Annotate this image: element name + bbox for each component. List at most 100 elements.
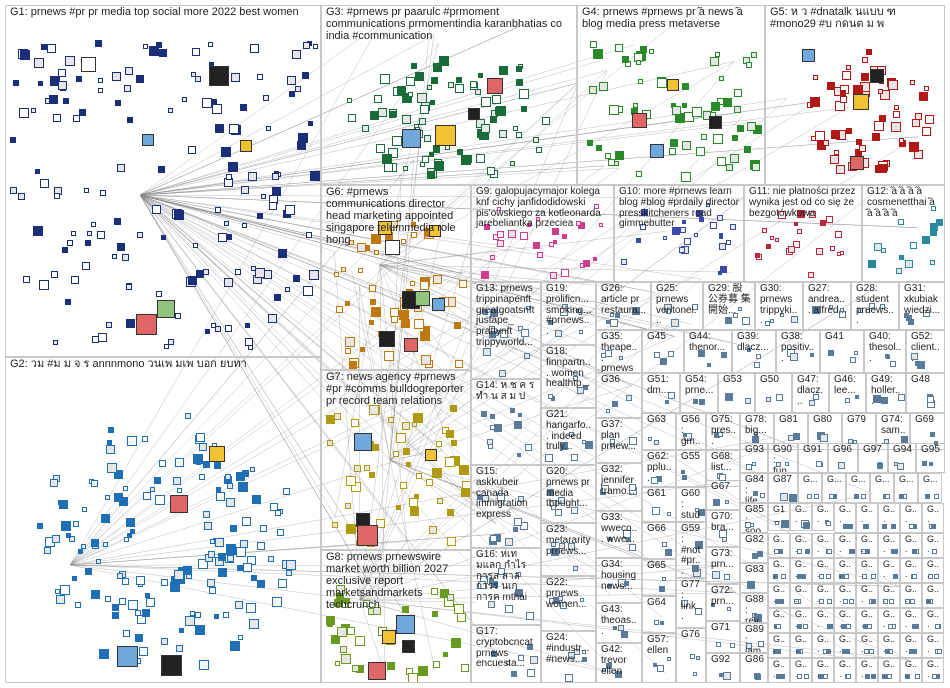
node-vertex[interactable] — [143, 492, 151, 500]
node-vertex[interactable] — [214, 614, 219, 619]
node-vertex[interactable] — [255, 268, 265, 278]
node-vertex[interactable] — [840, 251, 844, 255]
node-vertex[interactable] — [751, 582, 755, 586]
node-vertex[interactable] — [794, 222, 798, 226]
node-vertex[interactable] — [797, 229, 802, 234]
node-vertex[interactable] — [439, 56, 449, 66]
node-vertex[interactable] — [511, 671, 517, 677]
node-vertex[interactable] — [71, 276, 79, 284]
node-vertex[interactable] — [934, 494, 939, 499]
node-vertex[interactable] — [196, 270, 204, 278]
node-vertex[interactable] — [374, 95, 382, 103]
node-vertex[interactable] — [156, 291, 162, 297]
node-vertex[interactable] — [555, 509, 562, 516]
node-vertex[interactable] — [155, 495, 165, 505]
node-vertex[interactable] — [286, 570, 292, 576]
node-vertex[interactable] — [737, 125, 744, 132]
avatar-node[interactable] — [404, 338, 418, 352]
node-vertex[interactable] — [420, 162, 425, 167]
avatar-node[interactable] — [136, 314, 157, 335]
node-vertex[interactable] — [352, 665, 359, 672]
node-vertex[interactable] — [845, 398, 850, 403]
node-vertex[interactable] — [409, 498, 418, 507]
node-vertex[interactable] — [345, 337, 355, 347]
node-vertex[interactable] — [846, 128, 852, 134]
node-vertex[interactable] — [457, 613, 466, 622]
node-vertex[interactable] — [193, 243, 198, 248]
avatar-node[interactable] — [432, 298, 445, 311]
node-vertex[interactable] — [930, 223, 938, 231]
node-vertex[interactable] — [657, 665, 664, 672]
node-vertex[interactable] — [897, 463, 904, 470]
node-vertex[interactable] — [95, 40, 102, 47]
node-vertex[interactable] — [497, 231, 504, 238]
node-vertex[interactable] — [862, 57, 868, 63]
node-vertex[interactable] — [226, 174, 232, 180]
node-vertex[interactable] — [413, 413, 423, 423]
node-vertex[interactable] — [355, 636, 365, 646]
node-vertex[interactable] — [427, 85, 432, 90]
node-vertex[interactable] — [483, 348, 491, 356]
node-vertex[interactable] — [243, 563, 252, 572]
node-vertex[interactable] — [893, 111, 900, 118]
node-vertex[interactable] — [91, 590, 100, 599]
node-vertex[interactable] — [126, 319, 135, 328]
node-vertex[interactable] — [419, 118, 426, 125]
node-vertex[interactable] — [401, 319, 410, 328]
node-vertex[interactable] — [56, 595, 65, 604]
node-vertex[interactable] — [67, 240, 73, 246]
node-vertex[interactable] — [854, 351, 858, 355]
node-vertex[interactable] — [909, 524, 914, 529]
node-vertex[interactable] — [445, 457, 455, 467]
node-vertex[interactable] — [205, 329, 210, 334]
node-vertex[interactable] — [499, 370, 506, 377]
node-vertex[interactable] — [726, 240, 731, 245]
node-vertex[interactable] — [605, 153, 611, 159]
node-vertex[interactable] — [266, 126, 271, 131]
node-vertex[interactable] — [52, 535, 60, 543]
node-vertex[interactable] — [310, 171, 320, 181]
node-vertex[interactable] — [633, 103, 638, 108]
node-vertex[interactable] — [725, 393, 733, 401]
node-vertex[interactable] — [713, 499, 720, 506]
node-vertex[interactable] — [62, 247, 68, 253]
node-vertex[interactable] — [185, 616, 195, 626]
node-vertex[interactable] — [240, 104, 247, 111]
node-vertex[interactable] — [382, 154, 392, 164]
node-vertex[interactable] — [103, 542, 108, 547]
node-vertex[interactable] — [112, 604, 119, 611]
node-vertex[interactable] — [122, 254, 129, 261]
node-vertex[interactable] — [447, 509, 454, 516]
node-vertex[interactable] — [40, 179, 49, 188]
node-vertex[interactable] — [408, 92, 413, 97]
node-vertex[interactable] — [44, 547, 51, 554]
node-vertex[interactable] — [175, 458, 184, 467]
node-vertex[interactable] — [499, 66, 508, 75]
node-vertex[interactable] — [732, 135, 738, 141]
node-vertex[interactable] — [208, 42, 213, 47]
node-vertex[interactable] — [199, 660, 209, 670]
node-vertex[interactable] — [98, 88, 103, 93]
node-vertex[interactable] — [648, 437, 652, 441]
node-vertex[interactable] — [92, 336, 99, 343]
node-vertex[interactable] — [376, 144, 385, 153]
node-vertex[interactable] — [723, 672, 731, 680]
node-vertex[interactable] — [663, 236, 667, 240]
avatar-node[interactable] — [157, 300, 175, 318]
node-vertex[interactable] — [856, 139, 862, 145]
node-vertex[interactable] — [808, 272, 814, 278]
node-vertex[interactable] — [788, 435, 794, 441]
avatar-node[interactable] — [357, 525, 378, 546]
node-vertex[interactable] — [79, 109, 86, 116]
node-vertex[interactable] — [332, 522, 338, 528]
node-vertex[interactable] — [82, 262, 90, 270]
avatar-node[interactable] — [435, 125, 456, 146]
node-vertex[interactable] — [209, 587, 216, 594]
node-vertex[interactable] — [866, 49, 872, 55]
node-vertex[interactable] — [159, 49, 167, 57]
node-vertex[interactable] — [249, 619, 259, 629]
node-vertex[interactable] — [481, 97, 491, 107]
node-vertex[interactable] — [813, 75, 818, 80]
node-vertex[interactable] — [542, 117, 550, 125]
node-vertex[interactable] — [912, 119, 920, 127]
